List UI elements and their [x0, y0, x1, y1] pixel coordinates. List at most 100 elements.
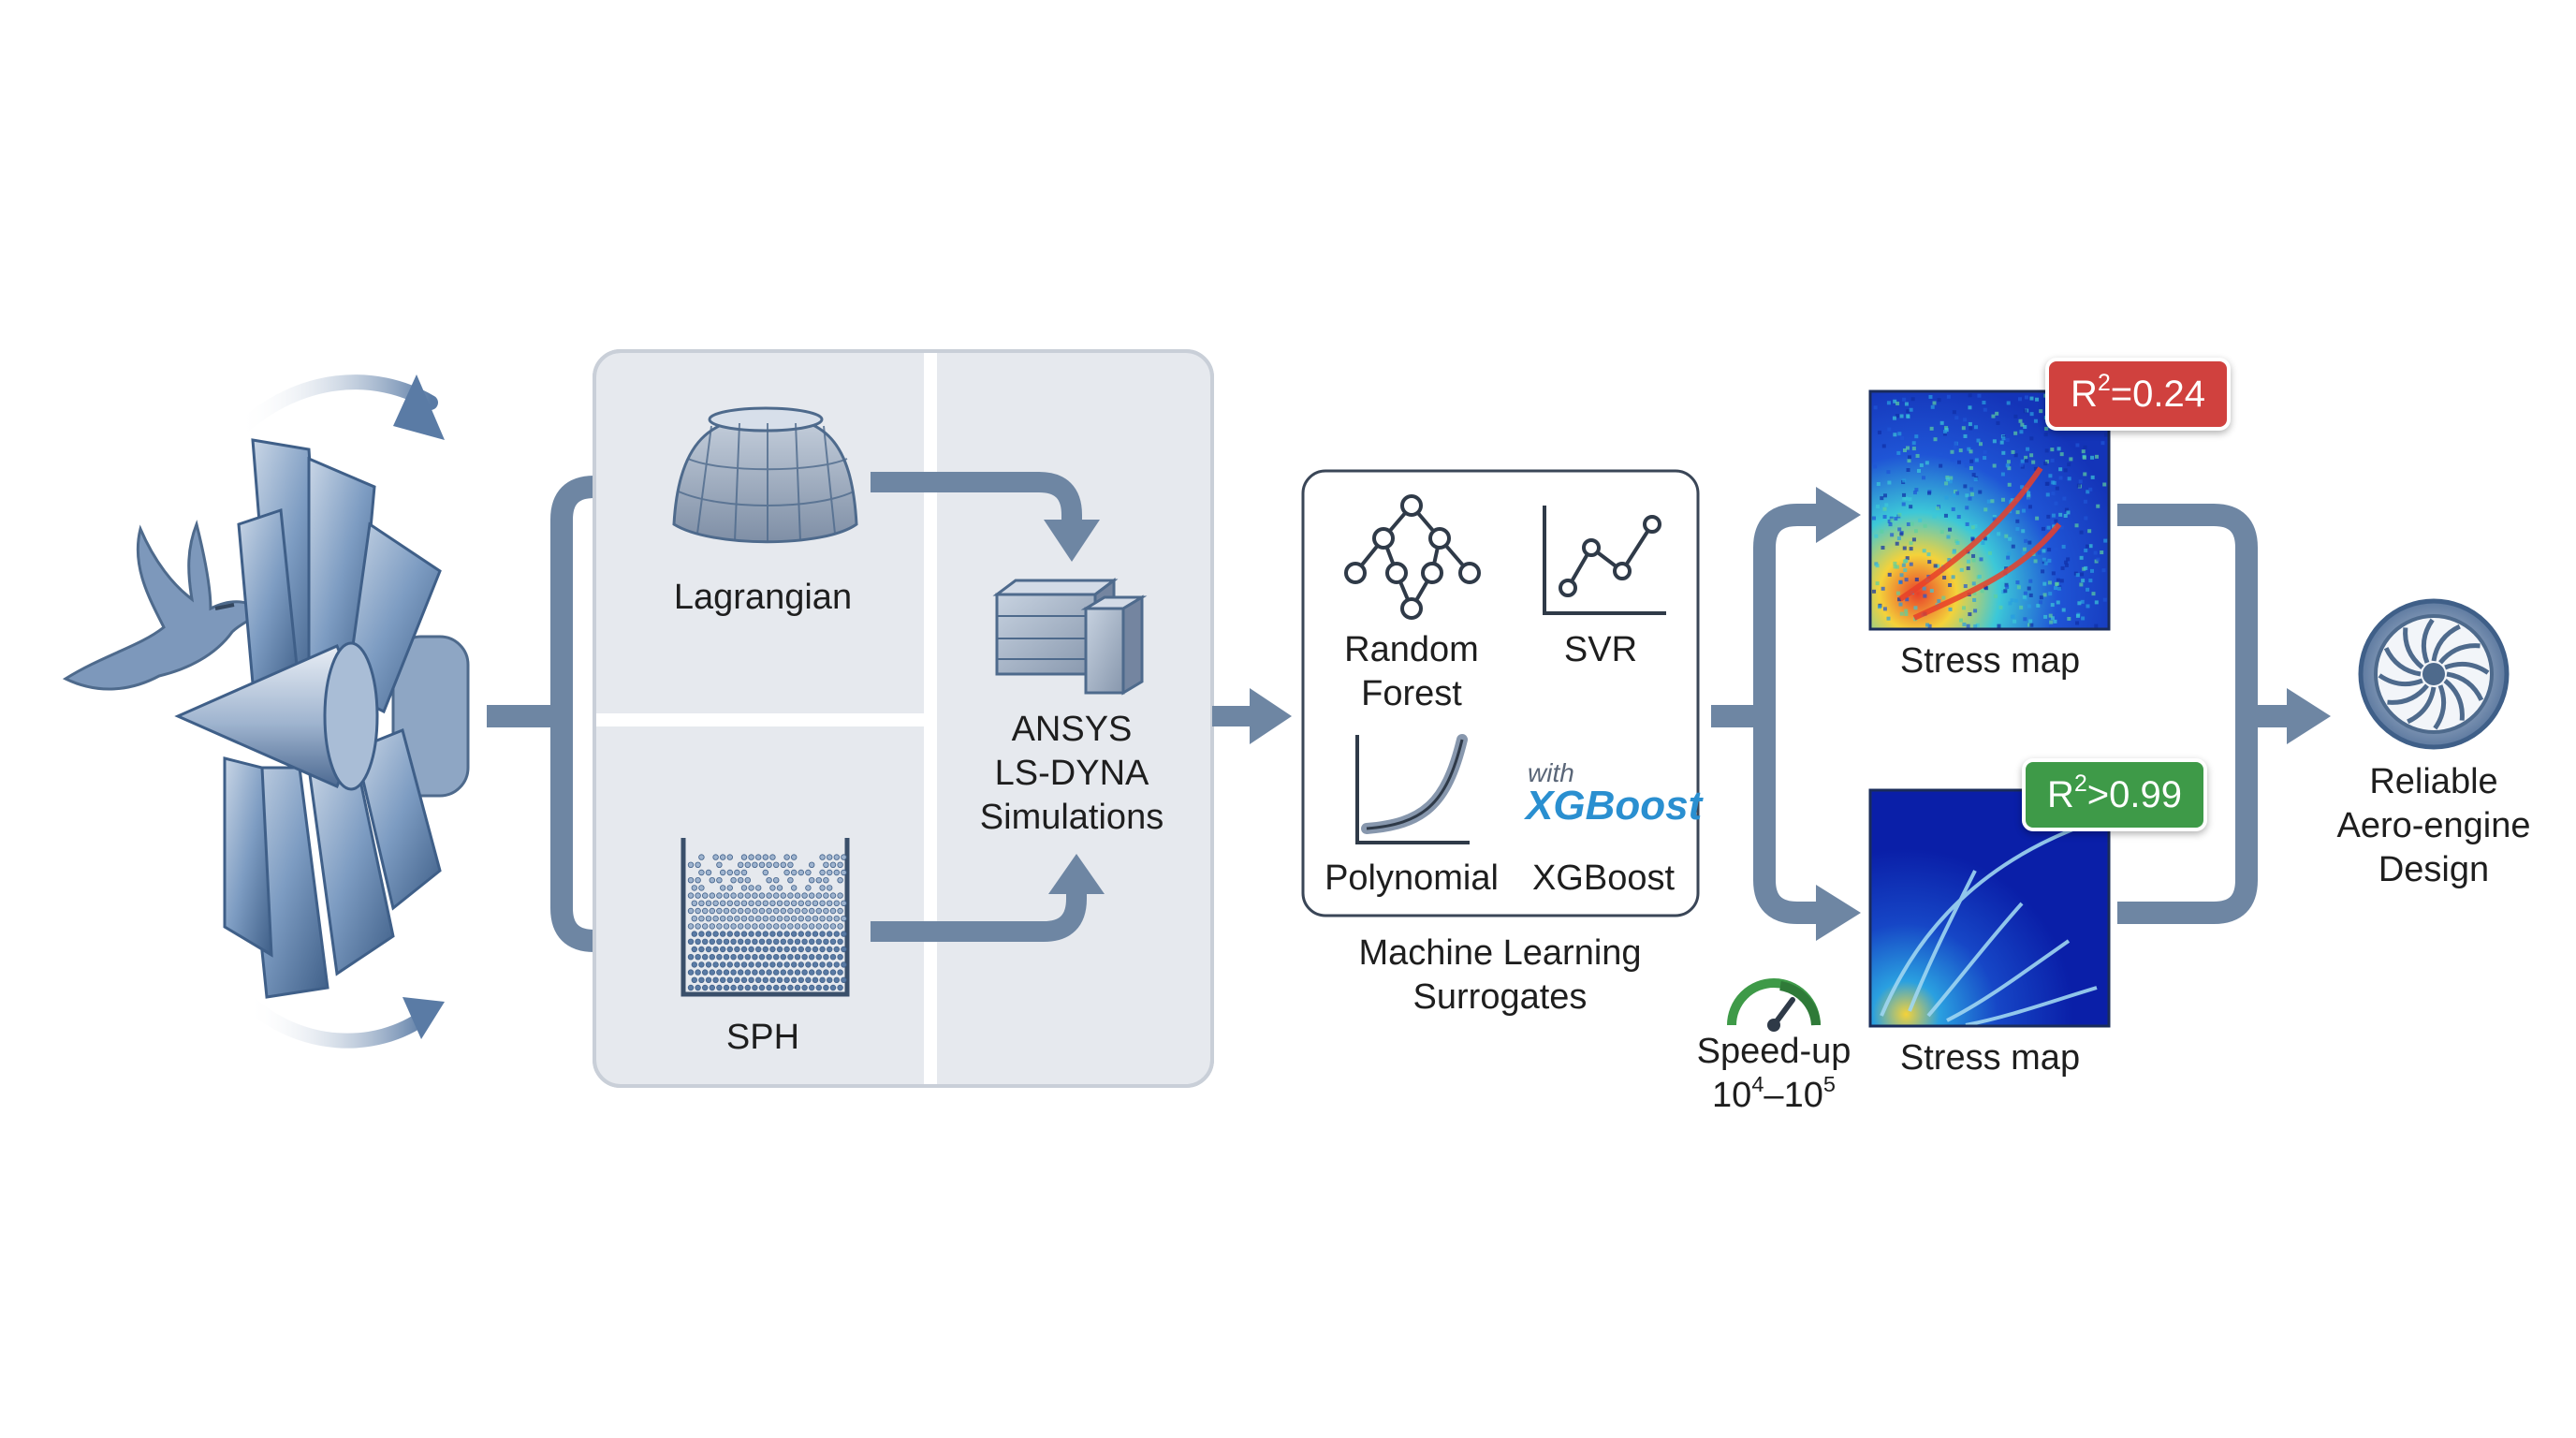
noise-speckle [2084, 548, 2088, 552]
xgboost-logo-small: with [1528, 758, 1574, 787]
sph-particle [744, 923, 751, 930]
noise-speckle [2086, 604, 2090, 609]
noise-speckle [2081, 449, 2086, 454]
sph-particle [702, 969, 709, 976]
noise-speckle [1914, 578, 1919, 582]
sph-particle [716, 892, 723, 899]
sph-particle [744, 861, 751, 868]
sph-particle [829, 954, 837, 961]
sph-particle [695, 861, 701, 868]
sph-particle [791, 931, 798, 937]
noise-speckle [1908, 497, 1912, 502]
noise-speckle [1923, 594, 1927, 598]
noise-speckle [2028, 579, 2033, 583]
sph-particle [705, 869, 712, 876]
sph-particle [738, 984, 744, 991]
noise-speckle [1899, 532, 1904, 536]
sph-particle [833, 869, 840, 876]
noise-speckle [1944, 426, 1949, 431]
noise-speckle [2078, 479, 2083, 484]
noise-speckle [2024, 459, 2028, 463]
sph-particle [776, 916, 783, 922]
engine-blade [2387, 683, 2429, 705]
sph-particle [783, 900, 790, 906]
sph-particle [687, 938, 695, 945]
noise-speckle [2012, 619, 2017, 624]
sph-particle [709, 984, 715, 991]
noise-speckle [2048, 592, 2053, 596]
noise-speckle [1949, 476, 1954, 480]
noise-speckle [2044, 426, 2049, 431]
sph-particle [698, 976, 705, 983]
noise-speckle [2046, 525, 2051, 530]
sph-particle [738, 938, 744, 945]
noise-speckle [2027, 586, 2031, 591]
sph-particle [730, 954, 737, 961]
noise-speckle [1899, 414, 1904, 418]
noise-speckle [1979, 557, 1983, 562]
noise-speckle [2075, 613, 2080, 618]
sph-particle [726, 976, 733, 983]
noise-speckle [2033, 466, 2038, 471]
noise-speckle [2051, 521, 2056, 525]
sph-particle [709, 938, 715, 945]
speedup-dash: – [1764, 1076, 1784, 1115]
sph-particle [829, 938, 837, 945]
sph-particle [705, 900, 712, 906]
noise-speckle [2100, 550, 2104, 555]
r2-high-symbol: R [2047, 774, 2074, 815]
sph-particle [841, 869, 847, 876]
noise-speckle [2080, 599, 2085, 604]
noise-speckle [2079, 530, 2084, 535]
noise-speckle [1895, 541, 1899, 546]
noise-speckle [1930, 404, 1935, 409]
sph-particle [837, 923, 843, 930]
noise-speckle [2033, 559, 2038, 564]
speedup-label: Speed-up [1696, 1032, 1852, 1071]
noise-speckle [2074, 523, 2079, 528]
stress-map-top [1868, 389, 2111, 631]
engine-blade [2383, 647, 2422, 677]
noise-speckle [1952, 493, 1956, 498]
noise-speckle [2044, 448, 2049, 453]
sph-particle [712, 931, 719, 937]
noise-speckle [1999, 440, 2004, 445]
noise-speckle [2045, 492, 2050, 497]
noise-speckle [1913, 606, 1918, 610]
sph-particle [801, 969, 808, 976]
sph-particle [758, 938, 766, 945]
noise-speckle [2001, 436, 2006, 441]
noise-speckle [2063, 468, 2068, 473]
noise-speckle [1928, 394, 1933, 399]
sph-particle [773, 907, 780, 915]
sph-particle [791, 976, 798, 983]
sph-particle [709, 969, 715, 976]
noise-speckle [2102, 597, 2107, 602]
noise-speckle [1939, 463, 1943, 468]
noise-speckle [2000, 472, 2005, 477]
sph-particle [801, 923, 808, 930]
sph-particle [773, 984, 780, 991]
sph-particle [755, 916, 762, 922]
sph-particle [841, 931, 847, 937]
sph-particle [798, 916, 804, 922]
engine-blade [2403, 627, 2424, 669]
r2-low-symbol: R [2071, 374, 2098, 415]
noise-speckle [1909, 562, 1913, 566]
svr-chart-icon [1543, 506, 1666, 615]
noise-speckle [1895, 414, 1899, 418]
noise-speckle [2048, 624, 2053, 629]
sph-particle [755, 961, 762, 968]
sph-particle [740, 900, 748, 906]
sph-particle [752, 969, 758, 976]
sph-particle [702, 984, 709, 991]
noise-speckle [1980, 589, 1984, 594]
noise-speckle [1966, 526, 1970, 531]
noise-speckle [1955, 540, 1960, 545]
noise-speckle [1976, 438, 1981, 443]
sph-particle [695, 938, 701, 945]
sph-particle [695, 954, 701, 961]
sph-particle [798, 961, 804, 968]
noise-speckle [2053, 586, 2057, 591]
sph-particle [709, 892, 715, 899]
